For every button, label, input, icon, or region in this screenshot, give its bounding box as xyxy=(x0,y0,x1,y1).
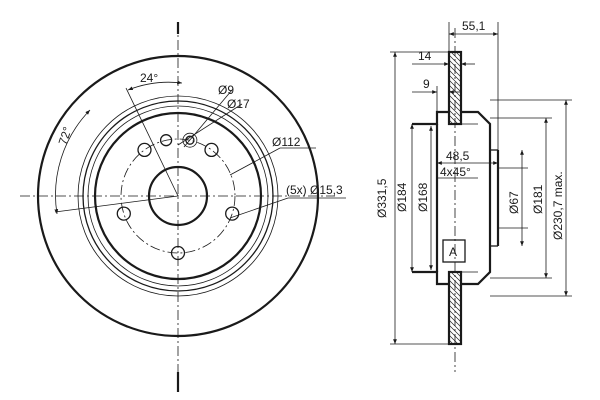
hatch-line xyxy=(448,289,462,303)
hat-flange xyxy=(93,111,263,281)
bolt-hole-5 xyxy=(137,142,152,158)
hatch-line xyxy=(448,69,462,83)
max-dia-label: Ø230,7 max. xyxy=(551,171,565,240)
hatch-line xyxy=(448,54,462,68)
angle-24-label: 24° xyxy=(140,71,158,85)
hatch-line xyxy=(448,99,462,113)
hatch-line xyxy=(448,114,459,125)
stud-hole-outer xyxy=(182,132,198,148)
hatch-line xyxy=(448,79,462,93)
disc-outer-edge xyxy=(36,54,320,338)
bolt-hole-3 xyxy=(170,245,186,261)
hatch-line xyxy=(448,274,462,288)
hatch-line xyxy=(448,64,462,78)
hat-top-step xyxy=(412,110,449,126)
angle-arc-24 xyxy=(127,80,183,91)
center-bore xyxy=(147,165,209,227)
hatch-line xyxy=(455,51,462,58)
hat-outer-profile xyxy=(461,110,492,286)
hatch-line xyxy=(448,304,462,318)
hatch-line xyxy=(448,299,462,313)
thickness-label: 14 xyxy=(418,49,432,63)
bolt-hole-label: (5x) Ø15,3 xyxy=(286,183,343,197)
hatch-line xyxy=(448,94,462,108)
side-section-view: A 55,1 14 9 Ø331,5 Ø184 Ø168 48,5 4x45° … xyxy=(375,19,572,372)
leader-bolt-hole xyxy=(229,197,289,219)
hatch-line xyxy=(448,329,462,343)
disc-rim-bottom xyxy=(447,270,463,346)
hole-9-label: Ø9 xyxy=(218,83,234,97)
hatch-line xyxy=(448,339,454,345)
hat-bottom-step xyxy=(412,270,449,286)
bolt-hole-1 xyxy=(204,142,219,158)
small-holes xyxy=(159,132,198,148)
bolt-hole-2 xyxy=(225,206,240,221)
hatch-bottom xyxy=(448,271,462,345)
angle-ray-left xyxy=(125,87,179,197)
disc-rim-top xyxy=(447,50,463,126)
bolt-circle-label: Ø112 xyxy=(272,135,301,149)
hatch-line xyxy=(448,84,462,98)
hatch-line xyxy=(448,314,462,328)
hatch-line xyxy=(448,309,462,323)
hatch-line xyxy=(450,271,462,283)
hatch-line xyxy=(448,59,462,73)
hole-17-label: Ø17 xyxy=(227,97,250,111)
center-bore-label: Ø67 xyxy=(507,191,521,214)
hatch-line xyxy=(450,51,462,63)
hub-face-label: Ø181 xyxy=(531,184,545,214)
hatch-line xyxy=(448,284,462,298)
hatch-line xyxy=(448,109,462,123)
angle-72-label: 72° xyxy=(56,125,75,147)
hatch-line xyxy=(448,319,462,333)
section-label: A xyxy=(449,245,457,259)
leader-hole-dia xyxy=(177,103,243,146)
hatch-line xyxy=(448,324,462,338)
hatch-line xyxy=(448,334,459,345)
hat-step-label: 9 xyxy=(423,77,430,91)
hatch-line xyxy=(448,104,462,118)
bolt-holes xyxy=(116,142,240,261)
section-label-box xyxy=(442,239,466,263)
angle-ray-lower xyxy=(54,195,179,213)
hatch-line xyxy=(448,119,454,125)
locating-hole xyxy=(159,134,173,147)
hatch-line xyxy=(455,271,462,278)
angle-arc-72 xyxy=(54,109,91,215)
hatch-line xyxy=(448,279,462,293)
hat-depth-label: 48,5 xyxy=(446,149,470,163)
leader-bolt-circle xyxy=(229,147,281,176)
hatch-top xyxy=(448,51,462,125)
hatch-line xyxy=(448,294,462,308)
outer-dia-label: Ø331,5 xyxy=(375,178,389,218)
chamfer-label: 4x45° xyxy=(440,165,471,179)
friction-inner-label: Ø184 xyxy=(395,182,409,212)
bolt-hole-4 xyxy=(116,206,131,221)
overall-height-label: 55,1 xyxy=(462,19,486,33)
front-view: 24° 72° Ø9 Ø17 Ø112 (5x) Ø15,3 xyxy=(20,22,346,392)
hat-outer-label: Ø168 xyxy=(416,182,430,212)
leader-hole-small xyxy=(183,89,233,148)
bolt-circle xyxy=(120,138,236,254)
hatch-line xyxy=(448,74,462,88)
